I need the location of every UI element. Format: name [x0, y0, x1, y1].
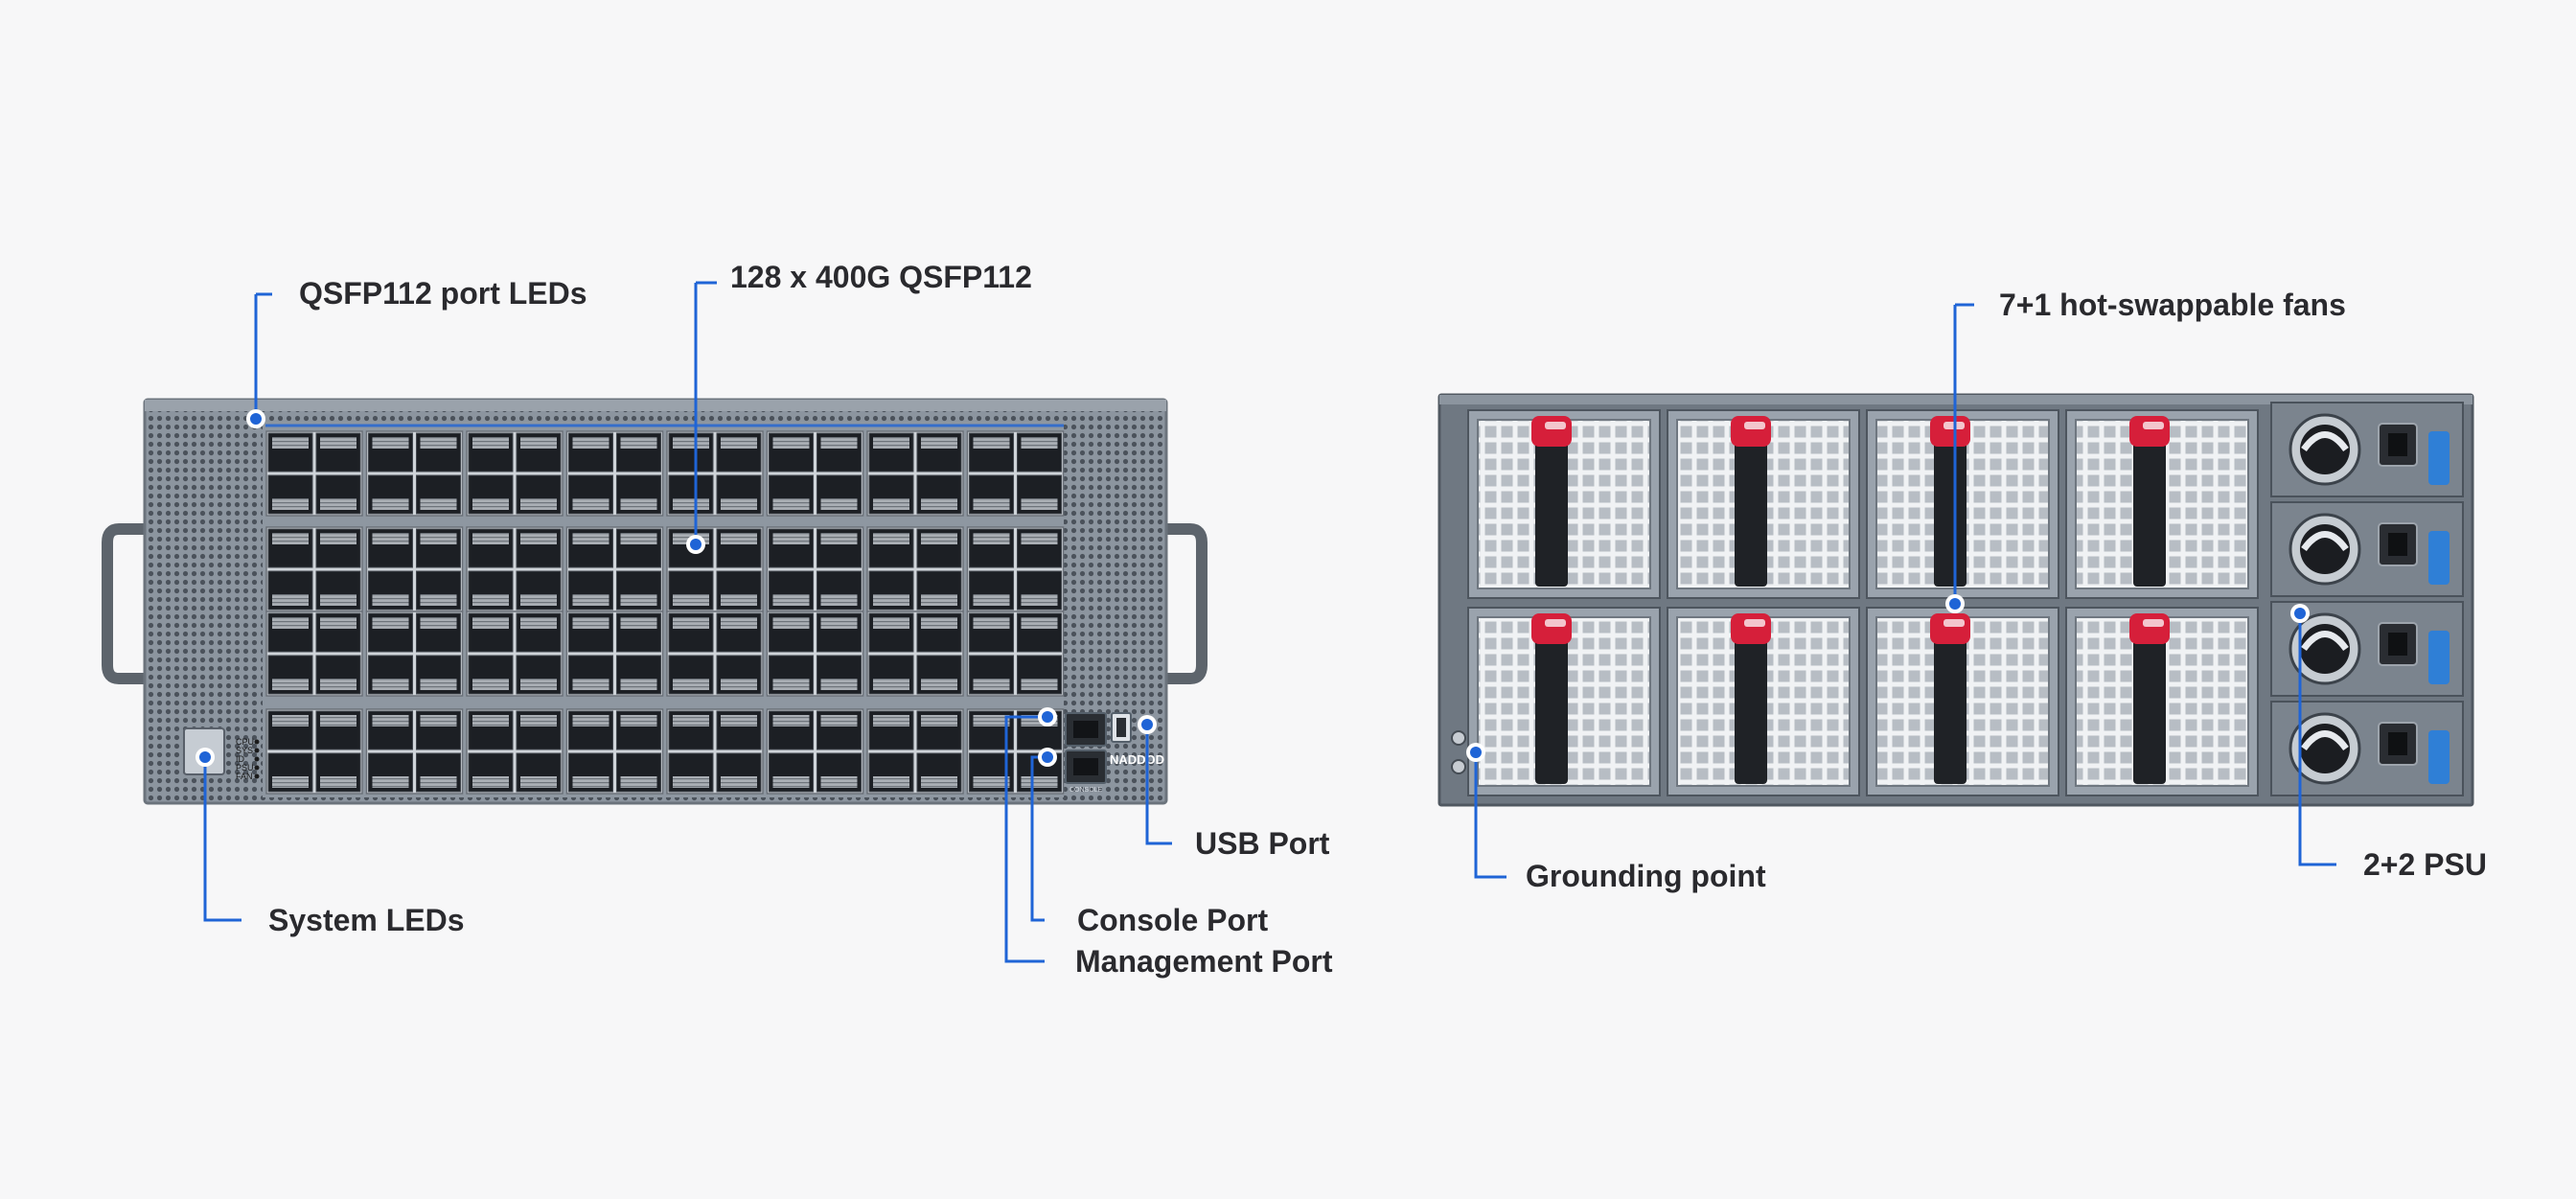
psu-stack [2270, 402, 2464, 796]
psu-release-latch[interactable] [2428, 631, 2450, 684]
fan-release-latch[interactable] [2129, 416, 2170, 447]
psu-release-latch[interactable] [2428, 730, 2450, 784]
system-led-indicator [254, 773, 260, 779]
fan-release-latch[interactable] [2129, 613, 2170, 644]
callout-management-port: Management Port [1004, 707, 1333, 979]
callout-label-usb-port: USB Port [1195, 826, 1330, 861]
callout-usb-port: USB Port [1138, 715, 1330, 861]
fan-release-latch[interactable] [1930, 613, 1970, 644]
callout-label-fans: 7+1 hot-swappable fans [1999, 288, 2346, 322]
system-led-label: CPU [236, 737, 254, 747]
console-port-label: CONSOLE [1070, 787, 1103, 794]
fan-handle[interactable] [2133, 437, 2166, 587]
psu-release-latch[interactable] [2428, 531, 2450, 585]
right-handle [1135, 523, 1208, 684]
callout-label-management-port: Management Port [1075, 944, 1333, 979]
qsfp112-port-grid [265, 430, 1065, 795]
fan-handle[interactable] [1934, 437, 1966, 587]
system-led-indicator [254, 739, 260, 745]
callout-label-psu: 2+2 PSU [2363, 847, 2487, 882]
callout-label-qsfp-leds: QSFP112 port LEDs [299, 276, 587, 311]
callout-qsfp-leds: QSFP112 port LEDs [246, 276, 1064, 428]
callout-console-port: Console Port [1030, 748, 1268, 937]
fan-handle[interactable] [2133, 634, 2166, 784]
system-led-label: ID [236, 754, 245, 764]
callout-grounding: Grounding point [1466, 743, 1766, 893]
callout-label-grounding: Grounding point [1526, 859, 1766, 893]
fan-release-latch[interactable] [1731, 613, 1771, 644]
callout-label-qsfp-ports: 128 x 400G QSFP112 [730, 260, 1032, 294]
system-led-label: FAN [236, 772, 253, 781]
fan-release-latch[interactable] [1930, 416, 1970, 447]
grounding-screw [1451, 730, 1466, 746]
brand-logo: NADDOD [1110, 752, 1164, 767]
callout-label-console-port: Console Port [1077, 903, 1268, 937]
callout-system-leds: System LEDs [196, 748, 465, 937]
fan-release-latch[interactable] [1531, 613, 1572, 644]
grounding-screw [1451, 759, 1466, 774]
callout-psu: 2+2 PSU [2290, 604, 2487, 882]
fan-handle[interactable] [1735, 437, 1767, 587]
callout-label-system-leds: System LEDs [268, 903, 465, 937]
fan-handle[interactable] [1735, 634, 1767, 784]
callouts: QSFP112 port LEDs 128 x 400G QSFP112 Sys… [196, 260, 2487, 979]
psu-release-latch[interactable] [2428, 431, 2450, 485]
fan-release-latch[interactable] [1731, 416, 1771, 447]
fan-handle[interactable] [1934, 634, 1966, 784]
callout-fans: 7+1 hot-swappable fans [1945, 288, 2346, 613]
fan-module-grid [1467, 409, 2259, 796]
system-led-indicator [254, 748, 260, 753]
fan-release-latch[interactable] [1531, 416, 1572, 447]
system-led-indicator [254, 765, 260, 771]
system-led-label: SYS [236, 746, 253, 755]
system-led-label: PSU [236, 763, 254, 772]
left-handle [102, 523, 174, 684]
fan-handle[interactable] [1535, 634, 1568, 784]
callout-qsfp-ports: 128 x 400G QSFP112 [686, 260, 1032, 554]
fan-handle[interactable] [1535, 437, 1568, 587]
system-led-indicator [254, 756, 260, 762]
